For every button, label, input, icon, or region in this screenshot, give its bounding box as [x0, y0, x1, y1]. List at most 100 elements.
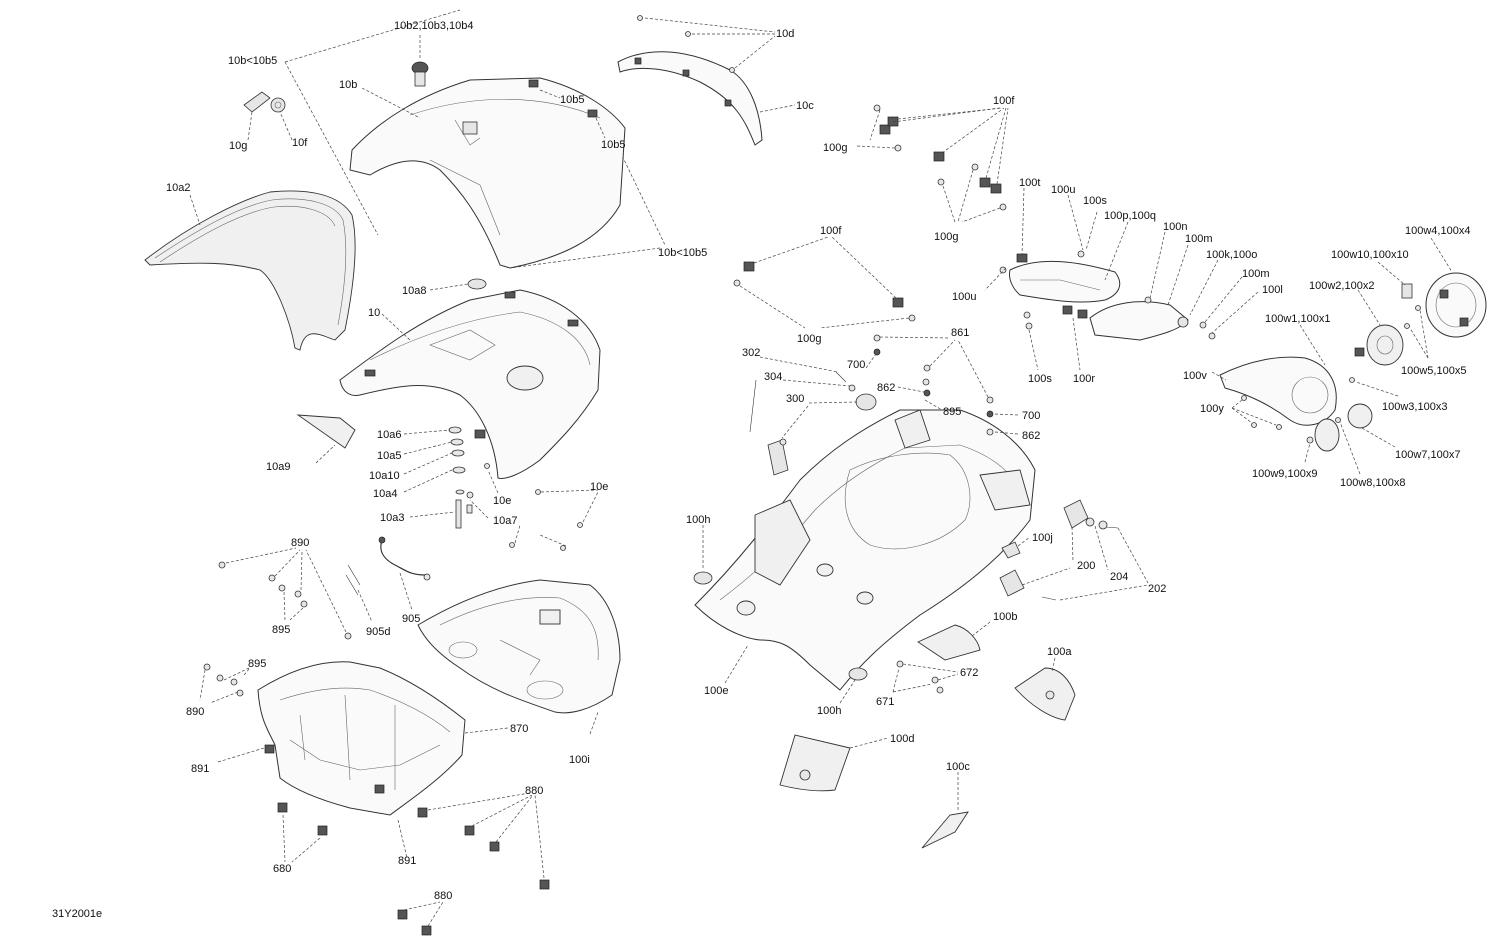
- part-10a8-cap: [467, 278, 487, 290]
- label-895-b: 895: [248, 658, 266, 670]
- label-100h-a: 100h: [686, 514, 710, 526]
- label-862-a: 862: [877, 382, 895, 394]
- label-100pq: 100p,100q: [1104, 210, 1156, 222]
- part-100w10-clip: [1401, 283, 1413, 299]
- label-100f-b: 100f: [820, 225, 842, 237]
- label-880-b: 880: [434, 890, 452, 902]
- label-905: 905: [402, 613, 420, 625]
- label-100a: 100a: [1047, 646, 1072, 658]
- part-890-895-screws-upper: [218, 547, 352, 640]
- label-100w2: 100w2,100x2: [1309, 280, 1374, 292]
- label-100r: 100r: [1073, 373, 1095, 385]
- label-100g-c: 100g: [797, 333, 821, 345]
- part-10a9-cover: [296, 414, 356, 449]
- label-100g-b: 100g: [934, 231, 958, 243]
- label-100u-b: 100u: [952, 291, 976, 303]
- label-10a6: 10a6: [377, 429, 401, 441]
- label-202: 202: [1148, 583, 1166, 595]
- label-895-c: 895: [943, 406, 961, 418]
- label-10a7: 10a7: [493, 515, 517, 527]
- label-302: 302: [742, 347, 760, 359]
- part-100t-latch-mount: [984, 187, 1121, 303]
- label-100ko: 100k,100o: [1206, 249, 1257, 261]
- label-10e-b: 10e: [590, 481, 608, 493]
- label-100w8: 100w8,100x8: [1340, 477, 1405, 489]
- label-300: 300: [786, 393, 804, 405]
- part-100i-inner-tray: [417, 579, 621, 714]
- label-10a2: 10a2: [166, 182, 190, 194]
- label-100c: 100c: [946, 761, 970, 773]
- label-100u-a: 100u: [1051, 184, 1075, 196]
- label-10b2: 10b2,10b3,10b4: [394, 20, 474, 32]
- part-861-862-700-hardware: [865, 334, 1019, 436]
- label-100w3: 100w3,100x3: [1382, 401, 1447, 413]
- label-100n: 100n: [1163, 221, 1187, 233]
- part-100h-bumper-a: [693, 571, 713, 585]
- label-10b-range-top: 10b<10b5: [228, 55, 277, 67]
- label-100l: 100l: [1262, 284, 1283, 296]
- part-880-clips-upper: [417, 792, 550, 890]
- label-100b: 100b: [993, 611, 1017, 623]
- label-10e-a: 10e: [493, 495, 511, 507]
- label-100e: 100e: [704, 685, 728, 697]
- part-10e-screws: [484, 463, 599, 551]
- label-905d: 905d: [366, 626, 390, 638]
- label-671: 671: [876, 696, 894, 708]
- label-680: 680: [273, 863, 291, 875]
- label-10a5: 10a5: [377, 450, 401, 462]
- part-10-seat-base: [339, 289, 601, 479]
- label-700-a: 700: [847, 359, 865, 371]
- label-895-a: 895: [272, 624, 290, 636]
- part-100w2-cylinder: [1354, 324, 1404, 366]
- part-10b2-knob: [411, 61, 429, 87]
- label-10b: 10b: [339, 79, 357, 91]
- label-100f-a: 100f: [993, 95, 1015, 107]
- part-890-895-screws-lower: [199, 663, 251, 704]
- label-870: 870: [510, 723, 528, 735]
- label-100w5: 100w5,100x5: [1401, 365, 1466, 377]
- label-10c: 10c: [796, 100, 814, 112]
- label-890-a: 890: [291, 537, 309, 549]
- label-100d: 100d: [890, 733, 914, 745]
- part-100a-bracket: [1014, 657, 1076, 721]
- label-862-b: 862: [1022, 430, 1040, 442]
- part-10b-seat-cover: [349, 77, 626, 269]
- label-880-a: 880: [525, 785, 543, 797]
- diagram-reference-code: 31Y2001e: [52, 908, 103, 920]
- label-10b-range-bottom: 10b<10b5: [658, 247, 707, 259]
- callout-labels: 10b2,10b3,10b4 10b<10b5 10b 10b5 10b5 10…: [166, 20, 1470, 902]
- part-10a2-seal: [144, 190, 356, 351]
- label-891-a: 891: [191, 763, 209, 775]
- part-200-202-204-bushings: [999, 499, 1149, 601]
- label-890-b: 890: [186, 706, 204, 718]
- part-100f-100g-clips-upper: [856, 104, 1009, 223]
- label-10a9: 10a9: [266, 461, 290, 473]
- label-10a4: 10a4: [373, 488, 397, 500]
- label-700-b: 700: [1022, 410, 1040, 422]
- label-304: 304: [764, 371, 782, 383]
- label-100s-a: 100s: [1083, 195, 1107, 207]
- label-10a8: 10a8: [402, 285, 426, 297]
- bracket-10b-range: [284, 9, 666, 269]
- part-100d-cover: [779, 734, 889, 792]
- label-100y: 100y: [1200, 403, 1224, 415]
- label-861: 861: [951, 327, 969, 339]
- label-100g-a: 100g: [823, 142, 847, 154]
- label-100m-a: 100m: [1185, 233, 1213, 245]
- part-100v-housing: [1219, 356, 1340, 452]
- part-10a-hardware-stack: [448, 426, 474, 529]
- label-10a3: 10a3: [380, 512, 404, 524]
- label-100t: 100t: [1019, 177, 1040, 189]
- part-680-clips: [277, 802, 328, 863]
- label-100w9: 100w9,100x9: [1252, 468, 1317, 480]
- label-10g: 10g: [229, 140, 247, 152]
- part-10c-rear-panel: [617, 51, 763, 146]
- label-10b5-b: 10b5: [601, 139, 625, 151]
- part-870-lower-frame: [257, 661, 466, 816]
- label-10d: 10d: [776, 28, 794, 40]
- label-100j: 100j: [1032, 532, 1053, 544]
- label-100w1: 100w1,100x1: [1265, 313, 1330, 325]
- part-880-clips-lower: [397, 901, 444, 936]
- part-100e-rear-body: [694, 409, 1036, 691]
